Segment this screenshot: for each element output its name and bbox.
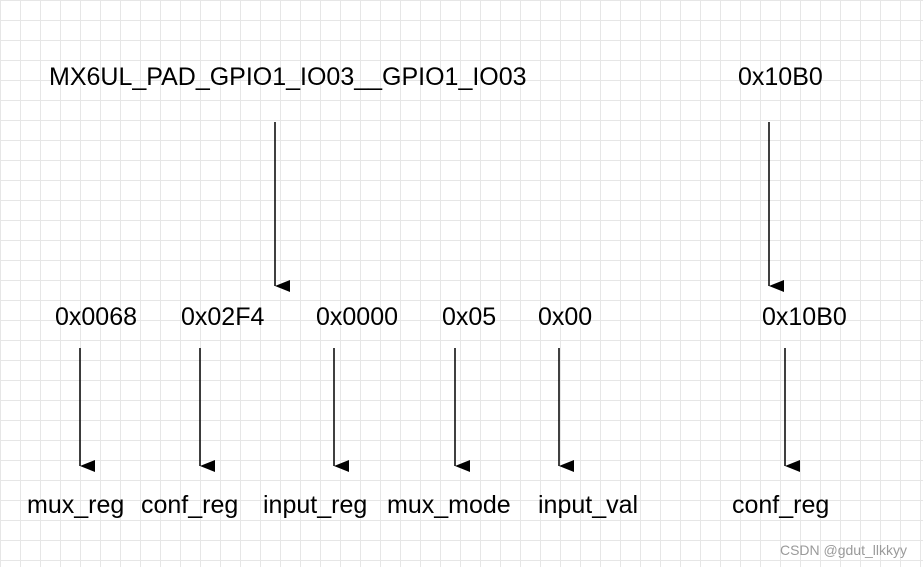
- value-mux-reg: 0x0068: [55, 303, 138, 331]
- value-input-val: 0x00: [538, 303, 593, 331]
- field-mux-reg: mux_reg: [27, 491, 125, 519]
- value-conf-reg: 0x02F4: [181, 303, 265, 331]
- value-mux-mode: 0x05: [442, 303, 497, 331]
- value-config: 0x10B0: [762, 303, 847, 331]
- field-input-val: input_val: [538, 491, 639, 519]
- field-config: conf_reg: [732, 491, 830, 519]
- watermark: CSDN @gdut_llkkyy: [779, 542, 907, 558]
- field-mux-mode: mux_mode: [387, 491, 511, 519]
- macro-name: MX6UL_PAD_GPIO1_IO03__GPIO1_IO03: [49, 63, 527, 91]
- field-input-reg: input_reg: [263, 491, 368, 519]
- field-conf-reg: conf_reg: [141, 491, 239, 519]
- macro-config: 0x10B0: [738, 63, 823, 91]
- value-input-reg: 0x0000: [316, 303, 399, 331]
